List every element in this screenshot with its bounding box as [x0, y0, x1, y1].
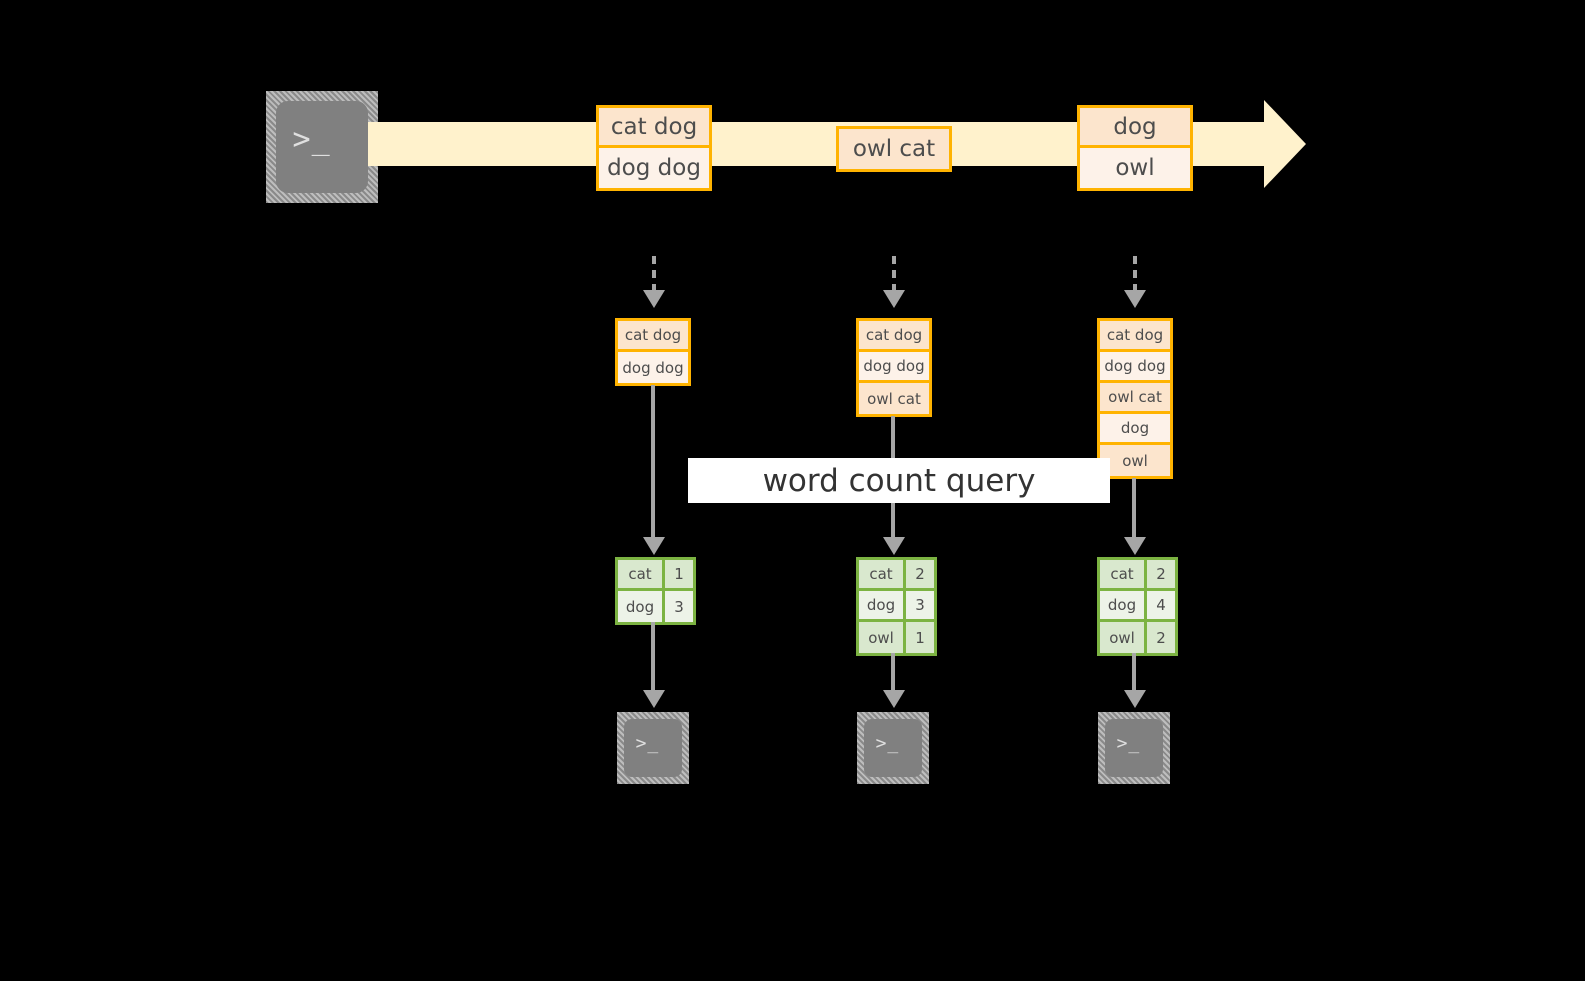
- log-record: cat dog: [1100, 321, 1170, 352]
- result-key: cat: [618, 560, 665, 588]
- log-record: cat dog: [859, 321, 929, 352]
- result-count: 1: [906, 622, 934, 653]
- snapshot-3-query-arrowhead: [1124, 537, 1146, 555]
- stream-record: dog: [1080, 108, 1190, 148]
- snapshot-3-query-line: [1132, 478, 1136, 540]
- snapshot-2-sink-terminal-icon: >_: [857, 712, 929, 784]
- terminal-prompt-glyph: >_: [635, 733, 660, 755]
- log-record: dog: [1100, 414, 1170, 445]
- snapshot-2-inlet-arrowhead: [883, 290, 905, 308]
- stream-record: dog dog: [599, 148, 709, 188]
- snapshot-1-query-line: [651, 385, 655, 540]
- snapshot-1-inlet-line: [652, 256, 656, 292]
- result-count: 1: [665, 560, 693, 588]
- stream-batch-3: dog owl: [1077, 105, 1193, 191]
- terminal-prompt-glyph: >_: [1116, 733, 1141, 755]
- result-key: cat: [859, 560, 906, 588]
- result-count: 3: [665, 591, 693, 622]
- log-record: owl cat: [859, 383, 929, 414]
- stream-record: owl: [1080, 148, 1190, 188]
- log-record: owl: [1100, 445, 1170, 476]
- stream-record: cat dog: [599, 108, 709, 148]
- table-row: cat 2: [1100, 560, 1175, 591]
- query-label-band: word count query: [688, 458, 1110, 503]
- result-count: 2: [1147, 560, 1175, 588]
- log-record: dog dog: [618, 352, 688, 383]
- snapshot-1-sink-line: [651, 622, 655, 692]
- log-record: dog dog: [859, 352, 929, 383]
- result-count: 3: [906, 591, 934, 619]
- stream-batch-2: owl cat: [836, 126, 952, 172]
- table-row: dog 3: [859, 591, 934, 622]
- result-key: cat: [1100, 560, 1147, 588]
- snapshot-3-log: cat dog dog dog owl cat dog owl: [1097, 318, 1173, 479]
- stream-batch-1: cat dog dog dog: [596, 105, 712, 191]
- log-record: dog dog: [1100, 352, 1170, 383]
- snapshot-3-inlet-line: [1133, 256, 1137, 292]
- result-count: 4: [1147, 591, 1175, 619]
- table-row: owl 2: [1100, 622, 1175, 653]
- snapshot-3-sink-line: [1132, 653, 1136, 693]
- terminal-face: >_: [864, 719, 922, 777]
- result-key: dog: [859, 591, 906, 619]
- terminal-face: >_: [624, 719, 682, 777]
- source-terminal-icon: >_: [266, 91, 378, 203]
- terminal-prompt-glyph: >_: [875, 733, 900, 755]
- result-key: owl: [1100, 622, 1147, 653]
- result-key: dog: [1100, 591, 1147, 619]
- snapshot-1-query-arrowhead: [643, 537, 665, 555]
- snapshot-1-result-table: cat 1 dog 3: [615, 557, 696, 625]
- snapshot-2-query-arrowhead: [883, 537, 905, 555]
- terminal-prompt-glyph: >_: [292, 121, 331, 157]
- snapshot-1-log: cat dog dog dog: [615, 318, 691, 386]
- table-row: cat 2: [859, 560, 934, 591]
- snapshot-3-sink-terminal-icon: >_: [1098, 712, 1170, 784]
- snapshot-2-result-table: cat 2 dog 3 owl 1: [856, 557, 937, 656]
- snapshot-3-result-table: cat 2 dog 4 owl 2: [1097, 557, 1178, 656]
- table-row: owl 1: [859, 622, 934, 653]
- stream-record: owl cat: [839, 129, 949, 169]
- log-record: cat dog: [618, 321, 688, 352]
- table-row: dog 4: [1100, 591, 1175, 622]
- result-count: 2: [1147, 622, 1175, 653]
- terminal-face: >_: [276, 101, 368, 193]
- snapshot-2-sink-arrowhead: [883, 690, 905, 708]
- log-record: owl cat: [1100, 383, 1170, 414]
- snapshot-3-sink-arrowhead: [1124, 690, 1146, 708]
- snapshot-2-sink-line: [891, 653, 895, 693]
- result-count: 2: [906, 560, 934, 588]
- query-label: word count query: [762, 462, 1036, 499]
- snapshot-1-inlet-arrowhead: [643, 290, 665, 308]
- snapshot-2-log: cat dog dog dog owl cat: [856, 318, 932, 417]
- result-key: owl: [859, 622, 906, 653]
- terminal-face: >_: [1105, 719, 1163, 777]
- table-row: cat 1: [618, 560, 693, 591]
- snapshot-1-sink-arrowhead: [643, 690, 665, 708]
- snapshot-2-inlet-line: [892, 256, 896, 292]
- stream-flow-arrowhead: [1264, 100, 1306, 188]
- table-row: dog 3: [618, 591, 693, 622]
- snapshot-3-inlet-arrowhead: [1124, 290, 1146, 308]
- snapshot-1-sink-terminal-icon: >_: [617, 712, 689, 784]
- result-key: dog: [618, 591, 665, 622]
